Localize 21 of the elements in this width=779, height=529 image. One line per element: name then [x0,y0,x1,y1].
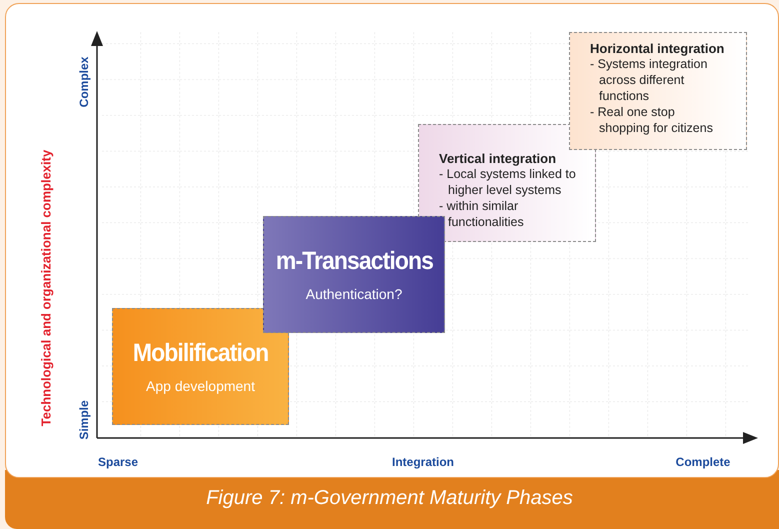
axis-label: Integration [392,455,454,469]
note-heading: Vertical integration [439,151,558,166]
bullet-text: - Local systems linked to higher level systems [439,166,577,198]
axis-label: Technological and organizational complexity [38,150,54,426]
note-box [418,124,596,242]
phase-subtitle: App development [146,378,255,394]
phase-box [112,308,289,425]
axis-label: Simple [77,400,91,440]
bullet-text: - Real one stop shopping for citizens [590,104,714,136]
bullet-text: - Systems integration across different functions [590,56,708,104]
figure-caption: Figure 7: m-Government Maturity Phases [205,487,574,510]
axis-label: Sparse [98,455,138,469]
phase-title: m-Transactions [275,247,433,276]
phase-box [263,216,445,333]
phase-subtitle: Authentication? [306,286,402,302]
axis-label: Complete [676,455,730,469]
axis-label: Complex [77,56,91,108]
note-heading: Horizontal integration [590,41,726,56]
phase-title: Mobilification [132,339,268,368]
bullet-text: - within similar functionalities [439,198,525,230]
note-box [569,32,747,150]
